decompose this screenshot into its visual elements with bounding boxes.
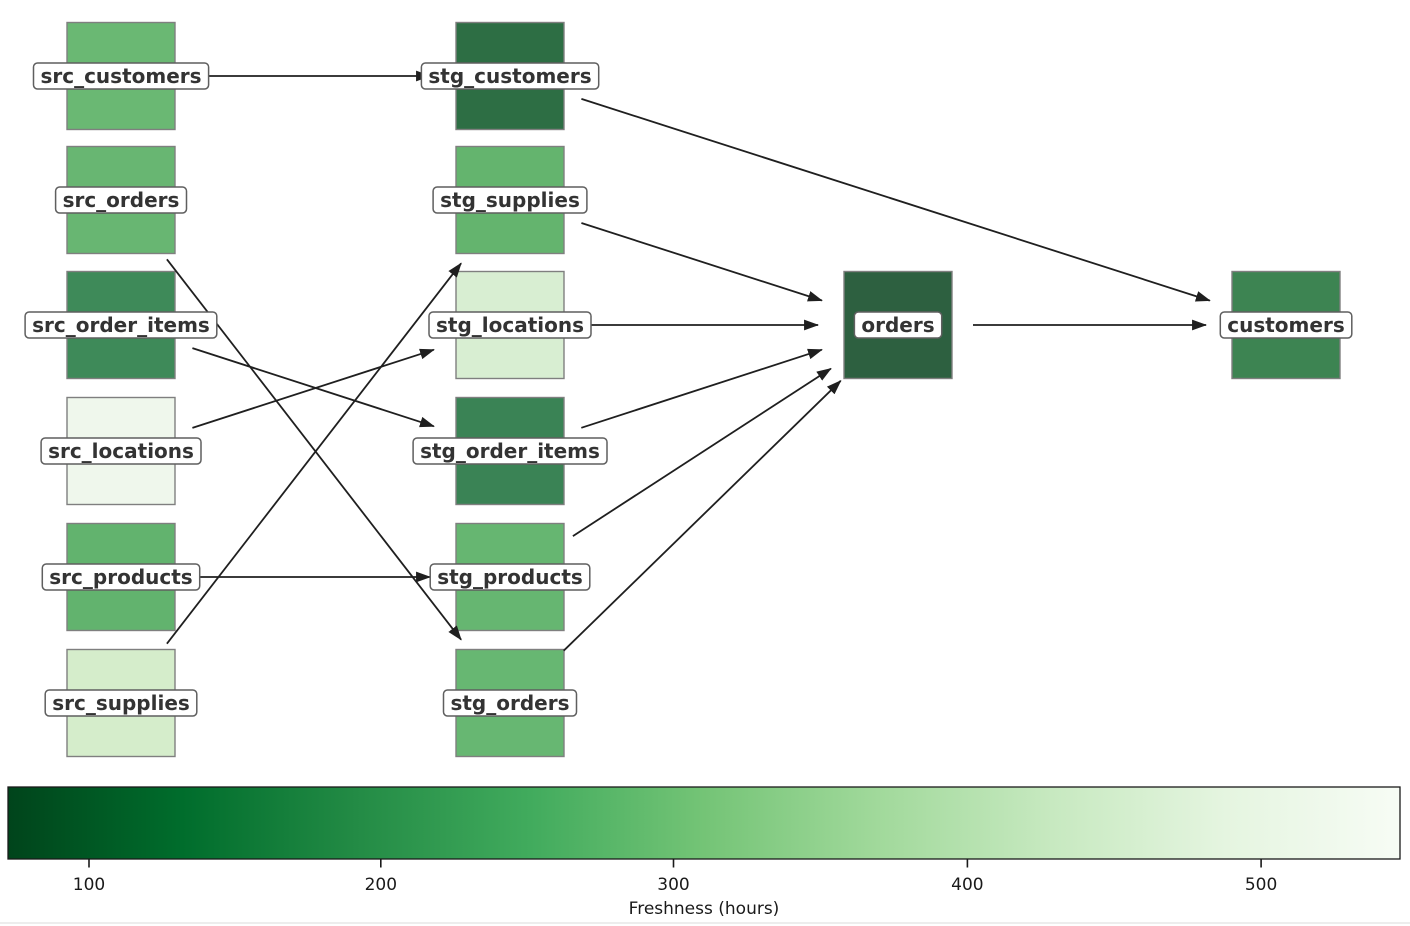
- edge-stg_customers-to-customers: [581, 98, 1211, 302]
- node-stg_orders-label: stg_orders: [442, 689, 578, 717]
- edge-stg_orders-to-orders: [563, 380, 842, 652]
- node-stg_supplies-label-box: [432, 186, 588, 214]
- node-stg_products-label: stg_products: [429, 563, 591, 591]
- node-src_orders-label-box: [54, 186, 188, 214]
- node-orders-label: orders: [853, 311, 943, 339]
- node-stg_order_items-label-box: [412, 437, 608, 465]
- node-stg_locations-label-box: [428, 311, 592, 339]
- node-customers-label-text: customers: [1227, 313, 1344, 337]
- node-src_supplies-label: src_supplies: [44, 689, 198, 717]
- node-src_orders-label: src_orders: [54, 186, 188, 214]
- colorbar-tick-label: 200: [365, 875, 397, 895]
- node-src_customers-label: src_customers: [32, 62, 210, 90]
- node-stg_customers-label: stg_customers: [420, 62, 600, 90]
- node-customers-label-box: [1219, 311, 1353, 339]
- node-stg_orders-label-box: [442, 689, 578, 717]
- node-stg_products-label-box: [429, 563, 591, 591]
- colorbar-tick-label: 100: [73, 875, 105, 895]
- node-orders-label-text: orders: [861, 313, 934, 337]
- edge-src_locations-to-stg_locations: [192, 348, 435, 429]
- node-src_products-label-box: [41, 563, 201, 591]
- node-src_orders-label-text: src_orders: [63, 188, 180, 212]
- node-stg_orders-label-text: stg_orders: [450, 691, 569, 715]
- node-stg_products-label-text: stg_products: [437, 565, 583, 589]
- node-src_customers-label-text: src_customers: [40, 64, 201, 88]
- edge-src_supplies-to-stg_supplies: [166, 262, 462, 645]
- labels-layer: src_customers src_orders src_order_itemssr…: [24, 62, 1353, 717]
- colorbar-tick-label: 500: [1245, 875, 1277, 895]
- colorbar-axis-label: Freshness (hours): [629, 899, 780, 919]
- edge-stg_supplies-to-orders: [581, 222, 823, 302]
- colorbar-gradient-bar: [7, 786, 1401, 860]
- node-src_supplies-label-text: src_supplies: [52, 691, 190, 715]
- node-stg_supplies-label: stg_supplies: [432, 186, 588, 214]
- node-src_order_items-label-box: [24, 311, 218, 339]
- node-src_customers-label-box: [32, 62, 210, 90]
- node-stg_locations-label-text: stg_locations: [436, 313, 584, 337]
- node-stg_order_items-label: stg_order_items: [412, 437, 608, 465]
- node-src_locations-label-text: src_locations: [48, 439, 194, 463]
- node-src_locations-label-box: [40, 437, 202, 465]
- node-customers-label: customers: [1219, 311, 1353, 339]
- node-stg_customers-label-box: [420, 62, 600, 90]
- colorbar-tick-label: 400: [951, 875, 983, 895]
- edge-stg_order_items-to-orders: [581, 348, 823, 429]
- node-src_products-label: src_products: [41, 563, 201, 591]
- node-stg_locations-label: stg_locations: [428, 311, 592, 339]
- node-orders-label-box: [853, 311, 943, 339]
- node-stg_order_items-label-text: stg_order_items: [420, 439, 600, 463]
- node-src_supplies-label-box: [44, 689, 198, 717]
- node-stg_supplies-label-text: stg_supplies: [440, 188, 580, 212]
- colorbar-tick-label: 300: [657, 875, 689, 895]
- window-bottom-edge: [0, 922, 1410, 924]
- node-stg_customers-label-text: stg_customers: [428, 64, 591, 88]
- node-src_locations-label: src_locations: [40, 437, 202, 465]
- edge-src_order_items-to-stg_order_items: [192, 347, 435, 428]
- node-src_order_items-label: src_order_items: [24, 311, 218, 339]
- edge-stg_products-to-orders: [572, 367, 832, 537]
- node-src_products-label-text: src_products: [49, 565, 192, 589]
- node-src_order_items-label-text: src_order_items: [32, 313, 210, 337]
